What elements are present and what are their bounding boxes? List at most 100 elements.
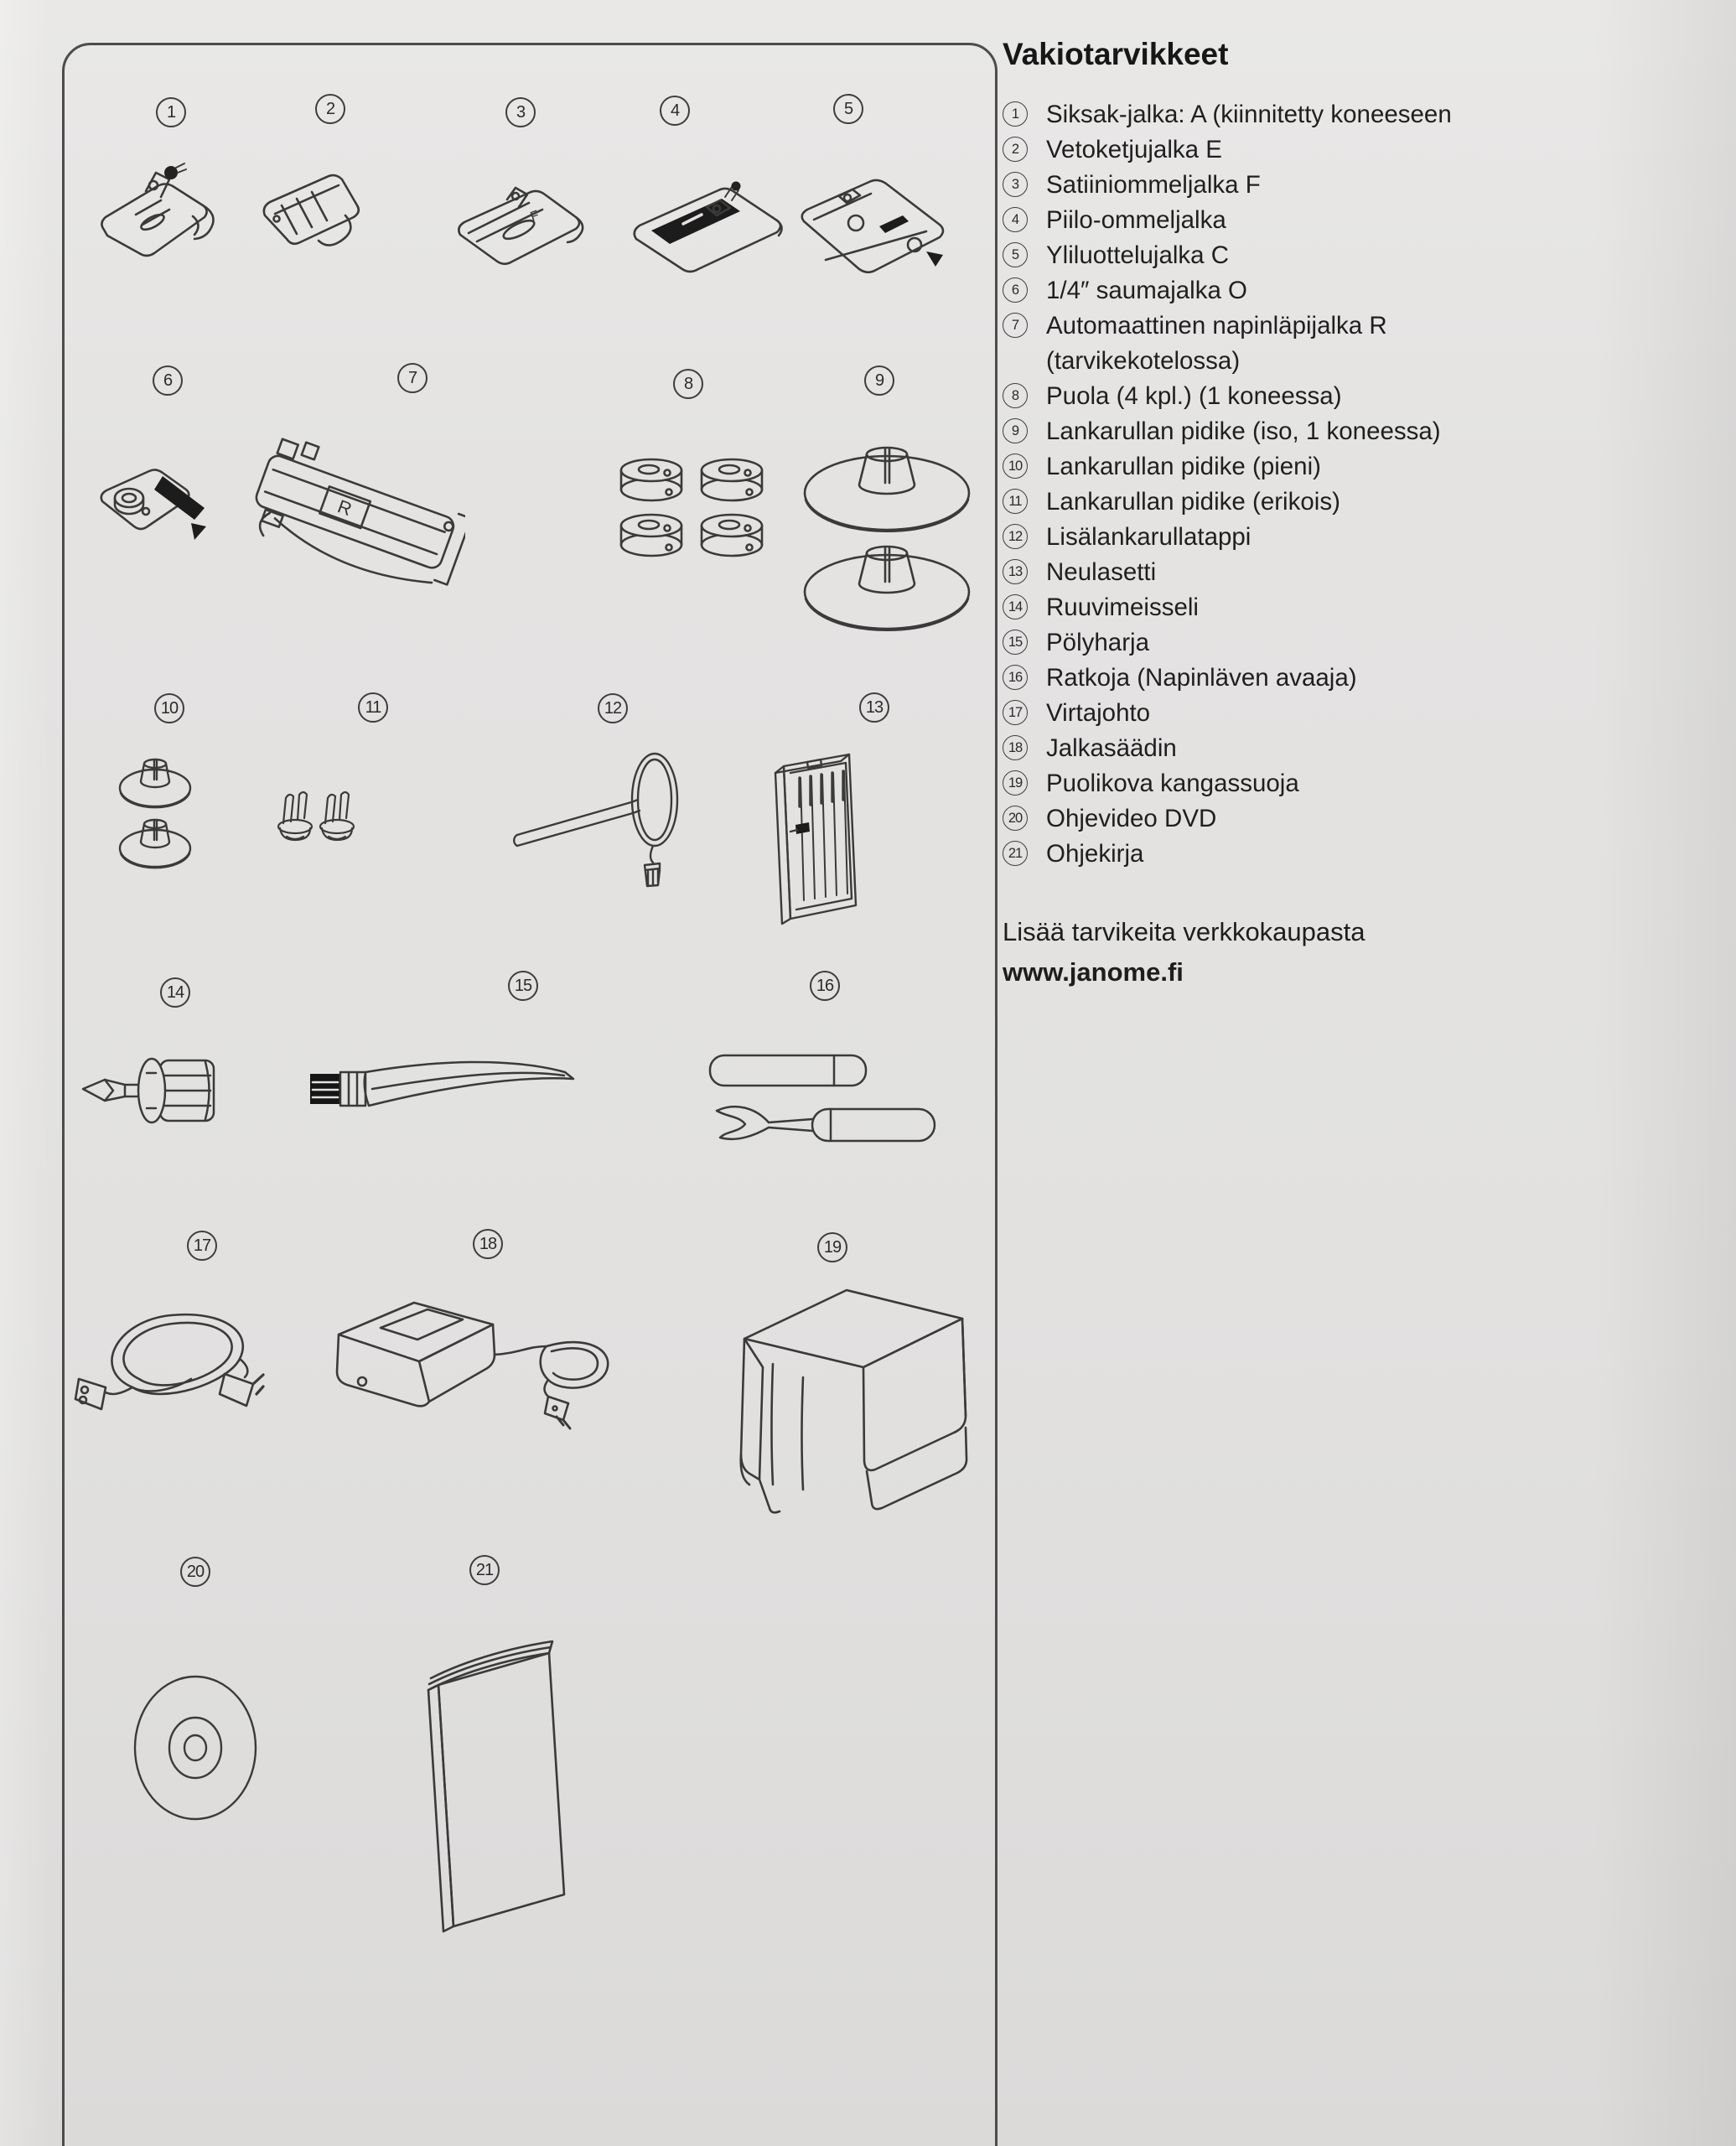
figure-number-badge: 7 [397,363,428,393]
figure-number-badge: 17 [187,1231,217,1261]
list-item: 3 Satiiniommeljalka F [1003,168,1589,203]
quarter-inch-seam-foot-figure [100,469,206,540]
figure-number-badge: 3 [505,97,536,127]
list-item-label: Lankarullan pidike (pieni) [1046,453,1321,480]
list-item-label: Virtajohto [1046,699,1151,727]
figure-number-badge: 8 [673,369,703,399]
list-item: 10 Lankarullan pidike (pieni) [1003,449,1589,485]
list-item-number: 14 [1003,594,1028,619]
list-item-number: 7 [1003,313,1028,338]
list-item-label: Siksak-jalka: A (kiinnitetty koneeseen [1046,101,1452,128]
figure-number-badge: 10 [154,693,184,723]
list-item-label: Piilo-ommeljalka [1046,206,1226,234]
spool-holder-special-figure [277,790,355,842]
foot-control-figure [335,1301,609,1430]
blind-hem-foot-figure [633,181,783,273]
figure-number-badge: 1 [156,97,186,127]
list-item-label: Satiiniommeljalka F [1046,171,1261,199]
list-item: 2 Vetoketjujalka E [1003,132,1589,168]
figure-number-badge: 18 [473,1229,503,1259]
list-item-number: 3 [1003,172,1028,197]
figure-number-badge: 4 [660,96,690,126]
figure-number-badge: 19 [817,1232,847,1262]
list-item: 9 Lankarullan pidike (iso, 1 koneessa) [1003,414,1589,449]
list-item: 15 Pölyharja [1003,625,1589,661]
list-item-number: 13 [1003,559,1028,584]
list-item-label: Ruuvimeisseli [1046,594,1199,621]
list-item-number: 6 [1003,277,1028,303]
list-item-label: 1/4″ saumajalka O [1046,277,1248,304]
list-item: 8 Puola (4 kpl.) (1 koneessa) [1003,379,1589,414]
list-item: 16 Ratkoja (Napinläven avaaja) [1003,661,1589,696]
list-item: 12 Lisälankarullatappi [1003,520,1589,555]
list-item: 1 Siksak-jalka: A (kiinnitetty koneeseen [1003,97,1589,132]
list-item-number: 19 [1003,770,1028,796]
figure-number-badge: 14 [160,977,190,1008]
figure-number-badge: 11 [358,692,388,723]
list-item-number: 21 [1003,841,1028,866]
list-item-number: 8 [1003,383,1028,408]
list-item-label: Puola (4 kpl.) (1 koneessa) [1046,382,1342,410]
automatic-buttonhole-foot-figure: R [255,438,465,586]
list-item: 6 1/4″ saumajalka O [1003,273,1589,308]
zipper-foot-figure [262,174,360,246]
list-item-number: 20 [1003,806,1028,831]
list-item-number: 11 [1003,489,1028,514]
list-item-label: Puolikova kangassuoja [1046,770,1299,797]
power-cord-figure [74,1313,265,1411]
accessories-panel [62,43,998,2146]
page-title: Vakiotarvikkeet [1003,37,1229,71]
extra-spool-pin-figure [513,752,679,888]
list-item-number: 17 [1003,700,1028,725]
list-item-label: Lankarullan pidike (iso, 1 koneessa) [1046,417,1441,445]
list-item-number: 12 [1003,524,1028,549]
webshop-note: Lisää tarvikeita verkkokaupasta www.jano… [1003,912,1589,993]
figure-number-badge: 20 [180,1557,210,1587]
figure-number-badge: 15 [508,971,538,1001]
list-item-number: 9 [1003,418,1028,443]
list-item-number: 18 [1003,735,1028,760]
list-item-number: 10 [1003,454,1028,479]
list-item-number: 5 [1003,242,1028,267]
figure-number-badge: 9 [864,365,894,396]
zigzag-foot-figure [101,163,215,257]
semi-hard-cover-figure [739,1288,968,1514]
screwdriver-figure [81,1057,215,1124]
list-item-label: Ratkoja (Napinläven avaaja) [1046,664,1357,692]
instruction-dvd-figure [133,1675,257,1821]
satin-stitch-foot-figure: F [458,186,584,266]
list-item-label: Pölyharja [1046,629,1149,656]
list-item-label: Ohjekirja [1046,840,1144,868]
list-item-label: Ohjevideo DVD [1046,805,1217,832]
figure-number-badge: 21 [469,1555,500,1585]
list-item: 14 Ruuvimeisseli [1003,590,1589,625]
figure-number-badge: 2 [315,94,345,124]
seam-ripper-figure [708,1054,936,1143]
svg-text:R: R [335,495,355,520]
webshop-url: www.janome.fi [1003,957,1184,987]
accessories-list: Vakiotarvikkeet 1 Siksak-jalka: A (kiinni… [1003,37,1589,993]
list-item: 17 Virtajohto [1003,696,1589,731]
needle-set-figure [774,753,858,925]
lint-brush-figure [310,1060,575,1107]
list-item-label: Lisälankarullatappi [1046,523,1251,551]
list-item-number: 16 [1003,665,1028,690]
overcasting-foot-figure [801,179,945,274]
list-item: 21 Ohjekirja [1003,837,1589,872]
list-item-number: 1 [1003,101,1028,127]
list-item-number: 15 [1003,630,1028,655]
webshop-note-line1: Lisää tarvikeita verkkokaupasta [1003,917,1365,946]
bobbins-figure [619,458,764,557]
figure-number-badge: 13 [859,692,889,723]
list-item: 20 Ohjevideo DVD [1003,801,1589,837]
figure-number-badge: 16 [810,971,840,1001]
list-item-number: 2 [1003,137,1028,162]
figure-number-badge: 12 [598,693,628,723]
list-item-label: Vetoketjujalka E [1046,136,1222,163]
